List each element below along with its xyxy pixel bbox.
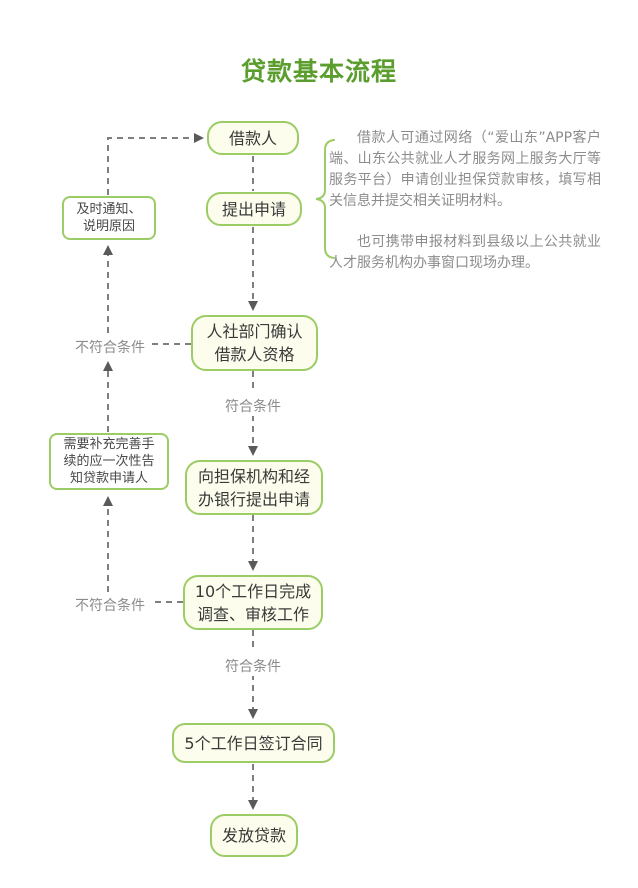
edge-notify-borrower <box>107 133 204 195</box>
edge-label-pass-2: 符合条件 <box>213 656 293 676</box>
flow-node-borrower: 借款人 <box>207 121 299 155</box>
edge-label-reject-1: 不符合条件 <box>70 337 150 357</box>
annotation-paragraph-offline: 也可携带申报材料到县级以上公共就业人才服务机构办事窗口现场办理。 <box>329 234 601 271</box>
side-box-supplement-inform: 需要补充完善手 续的应一次性告 知贷款申请人 <box>49 433 169 490</box>
flow-node-sign-contract-5-days: 5个工作日签订合同 <box>172 723 335 763</box>
flow-node-apply: 提出申请 <box>206 192 302 226</box>
flow-node-issue-loan: 发放贷款 <box>210 814 298 857</box>
annotation-paragraph-online: 借款人可通过网络（“爱山东”APP客户端、山东公共就业人才服务网上服务大厅等服务… <box>329 130 601 209</box>
annotation-block: 借款人可通过网络（“爱山东”APP客户端、山东公共就业人才服务网上服务大厅等服务… <box>329 128 601 274</box>
edge-label-pass-1: 符合条件 <box>213 396 293 416</box>
edge-label-reject-2: 不符合条件 <box>70 595 150 615</box>
page-title: 贷款基本流程 <box>240 57 397 86</box>
flow-node-apply-guarantee-bank: 向担保机构和经 办银行提出申请 <box>185 460 323 515</box>
flow-node-review-10-days: 10个工作日完成 调查、审核工作 <box>183 575 323 630</box>
side-box-notify-reason: 及时通知、 说明原因 <box>62 196 156 240</box>
flow-node-confirm-qualification: 人社部门确认 借款人资格 <box>191 315 318 371</box>
